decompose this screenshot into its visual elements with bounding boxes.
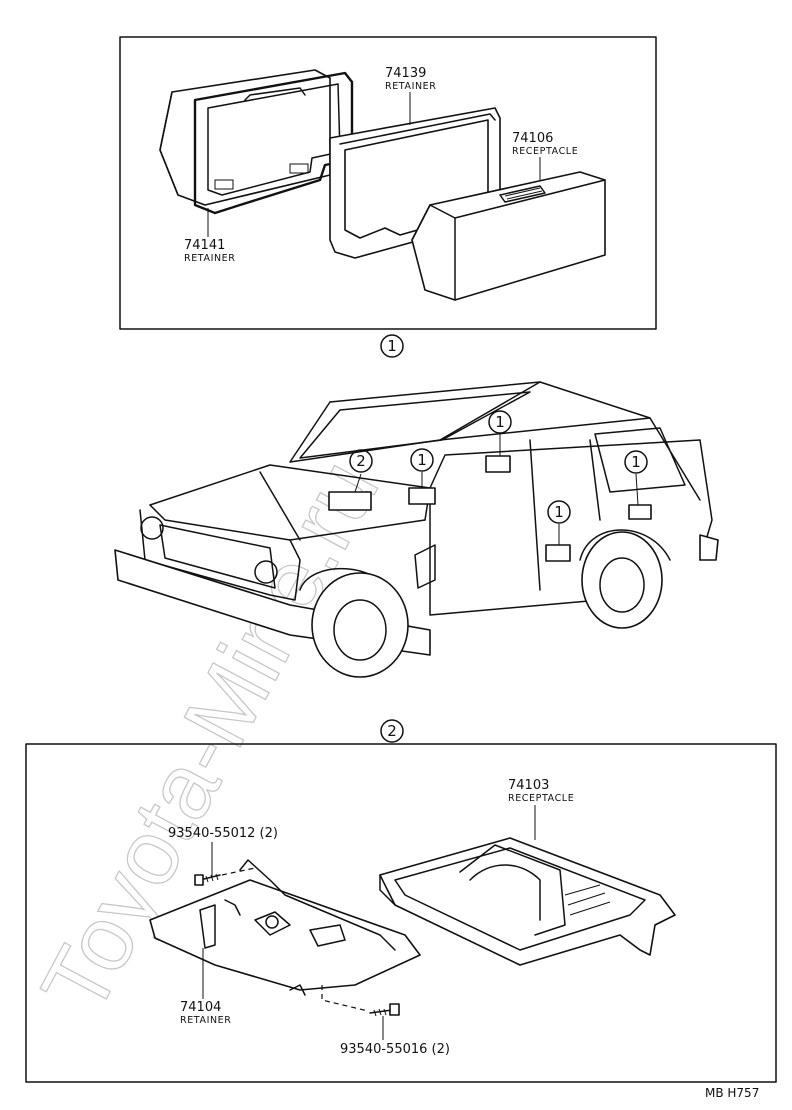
part-number-74106: 74106 (512, 131, 553, 146)
car-callout-2: 2 (349, 449, 373, 473)
car-callout-1-lower-door: 1 (547, 500, 571, 524)
retainer-74141-drawing (159, 69, 354, 215)
svg-text:2: 2 (356, 452, 366, 470)
screw-upper (194, 867, 256, 886)
part-name-74141: RETAINER (184, 253, 235, 264)
svg-text:2: 2 (387, 722, 397, 740)
part-name-74106: RECEPTACLE (512, 146, 578, 157)
svg-text:1: 1 (387, 337, 397, 355)
car-callout-1-rear-door: 1 (488, 410, 512, 434)
diagram-code: MB H757 (705, 1086, 759, 1100)
receptacle-74103-drawing (379, 837, 676, 966)
svg-text:1: 1 (554, 503, 564, 521)
part-name-74104: RETAINER (180, 1015, 231, 1026)
part-number-74104: 74104 (180, 1000, 221, 1015)
car-illustration (114, 381, 719, 678)
part-number-74141: 74141 (184, 238, 225, 253)
receptacle-74106-drawing (411, 171, 606, 301)
section-callout-2: 2 (380, 719, 404, 743)
panel-1-frame (119, 36, 657, 330)
section-callout-1: 1 (380, 334, 404, 358)
car-callout-1-front-door: 1 (410, 448, 434, 472)
car-callout-1-rear-quarter: 1 (624, 450, 648, 474)
part-number-93540-55016: 93540-55016 (2) (340, 1042, 450, 1057)
retainer-74104-drawing (149, 859, 421, 996)
part-number-74103: 74103 (508, 778, 549, 793)
svg-text:1: 1 (631, 453, 641, 471)
part-number-93540-55012: 93540-55012 (2) (168, 826, 278, 841)
part-number-74139: 74139 (385, 66, 426, 81)
part-name-74103: RECEPTACLE (508, 793, 574, 804)
svg-text:1: 1 (417, 451, 427, 469)
part-name-74139: RETAINER (385, 81, 436, 92)
screw-lower (321, 985, 400, 1017)
svg-text:1: 1 (495, 413, 505, 431)
panel-2-frame (25, 743, 777, 1083)
